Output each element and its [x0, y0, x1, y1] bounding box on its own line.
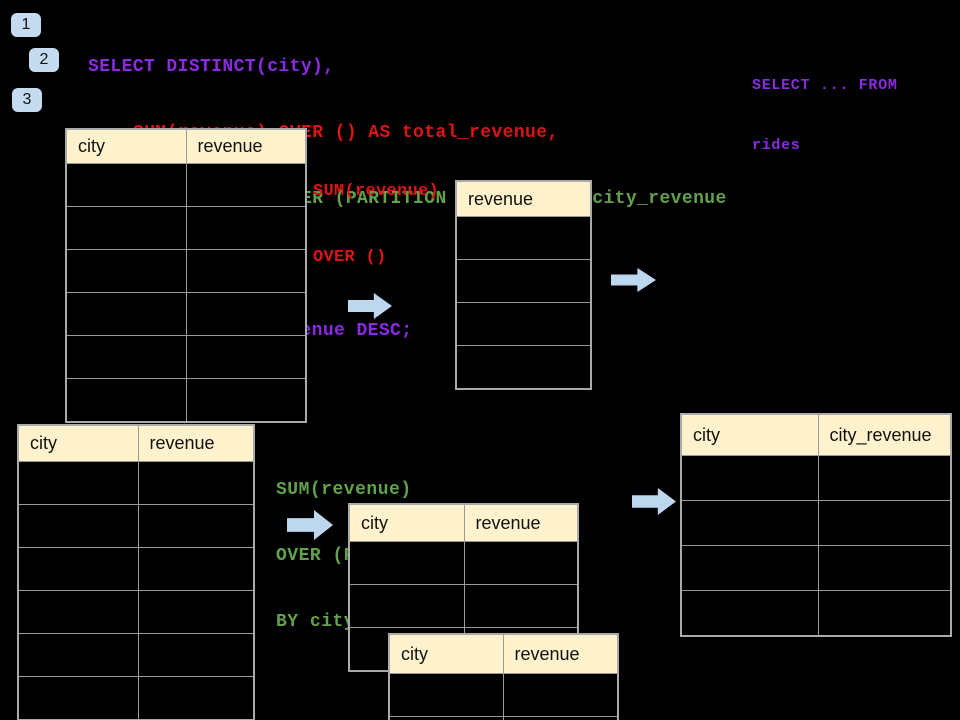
empty-cell — [137, 590, 255, 634]
table-row — [455, 259, 592, 303]
table-row — [388, 673, 619, 717]
empty-cell — [65, 163, 187, 207]
empty-cell — [185, 292, 307, 336]
table-row — [455, 345, 592, 390]
column-header-city: city — [348, 503, 465, 542]
table-row — [17, 504, 255, 548]
empty-cell — [65, 378, 187, 423]
column-header-revenue: revenue — [502, 633, 619, 674]
table-row — [388, 716, 619, 720]
empty-cell — [502, 673, 619, 717]
table-rides-bottom: city revenue — [17, 424, 255, 720]
sql-line-select: SELECT DISTINCT(city), — [88, 57, 335, 77]
empty-cell — [348, 541, 465, 585]
empty-cell — [65, 206, 187, 250]
empty-cell — [65, 335, 187, 379]
empty-cell — [137, 676, 255, 720]
empty-cell — [137, 633, 255, 677]
column-header-revenue: revenue — [463, 503, 579, 542]
empty-cell — [185, 206, 307, 250]
empty-cell — [817, 455, 952, 501]
column-header-city: city — [680, 413, 819, 456]
column-header-city: city — [388, 633, 504, 674]
step-badge-1: 1 — [11, 13, 41, 37]
empty-cell — [680, 455, 819, 501]
empty-cell — [455, 259, 592, 303]
table-row — [17, 461, 255, 505]
table-city-revenue-result: city city_revenue — [680, 413, 952, 637]
side-note: SELECT ... FROM rides — [752, 36, 898, 196]
empty-cell — [455, 216, 592, 260]
column-header-revenue: revenue — [185, 128, 307, 164]
table-row — [17, 547, 255, 591]
empty-cell — [17, 633, 139, 677]
empty-cell — [185, 335, 307, 379]
empty-cell — [817, 545, 952, 591]
arrow-right-icon — [287, 510, 333, 540]
empty-cell — [680, 500, 819, 546]
window-total-label-line: SUM(revenue) — [313, 182, 440, 201]
empty-cell — [680, 590, 819, 637]
table-row — [65, 206, 307, 250]
table-row — [348, 541, 579, 585]
table-row — [680, 500, 952, 546]
empty-cell — [137, 461, 255, 505]
window-total-label: SUM(revenue) OVER () — [313, 137, 439, 313]
table-total-revenue: revenue — [455, 180, 592, 390]
empty-cell — [817, 590, 952, 637]
empty-cell — [17, 547, 139, 591]
table-row — [680, 455, 952, 501]
column-header-city-revenue: city_revenue — [817, 413, 952, 456]
empty-cell — [463, 584, 579, 628]
table-row — [65, 378, 307, 423]
arrow-right-icon — [611, 268, 656, 292]
side-note-line: rides — [752, 137, 801, 154]
empty-cell — [388, 716, 504, 720]
table-row — [455, 216, 592, 260]
column-header-revenue: revenue — [455, 180, 592, 217]
empty-cell — [65, 249, 187, 293]
empty-cell — [817, 500, 952, 546]
empty-cell — [502, 716, 619, 720]
arrow-right-icon — [632, 488, 676, 515]
empty-cell — [455, 345, 592, 390]
empty-cell — [348, 584, 465, 628]
empty-cell — [455, 302, 592, 346]
table-row — [65, 249, 307, 293]
empty-cell — [680, 545, 819, 591]
step-badge-3: 3 — [12, 88, 42, 112]
empty-cell — [17, 504, 139, 548]
column-header-city: city — [65, 128, 187, 164]
table-row — [65, 292, 307, 336]
window-partition-label-line: SUM(revenue) — [276, 480, 412, 500]
empty-cell — [17, 590, 139, 634]
table-row — [65, 163, 307, 207]
table-rides-top: city revenue — [65, 128, 307, 423]
empty-cell — [185, 378, 307, 423]
table-row — [680, 590, 952, 637]
empty-cell — [17, 461, 139, 505]
side-note-line: SELECT ... FROM — [752, 77, 898, 94]
table-row — [348, 584, 579, 628]
empty-cell — [185, 163, 307, 207]
table-row — [680, 545, 952, 591]
step-badge-2: 2 — [29, 48, 59, 72]
window-total-label-line: OVER () — [313, 248, 387, 267]
empty-cell — [137, 547, 255, 591]
empty-cell — [65, 292, 187, 336]
empty-cell — [463, 541, 579, 585]
table-row — [17, 676, 255, 720]
table-row — [17, 590, 255, 634]
column-header-city: city — [17, 424, 139, 462]
empty-cell — [388, 673, 504, 717]
table-partition-overlap: city revenue — [388, 633, 619, 720]
table-row — [17, 633, 255, 677]
empty-cell — [17, 676, 139, 720]
empty-cell — [137, 504, 255, 548]
arrow-right-icon — [348, 293, 392, 319]
column-header-revenue: revenue — [137, 424, 255, 462]
table-row — [455, 302, 592, 346]
table-row — [65, 335, 307, 379]
empty-cell — [185, 249, 307, 293]
